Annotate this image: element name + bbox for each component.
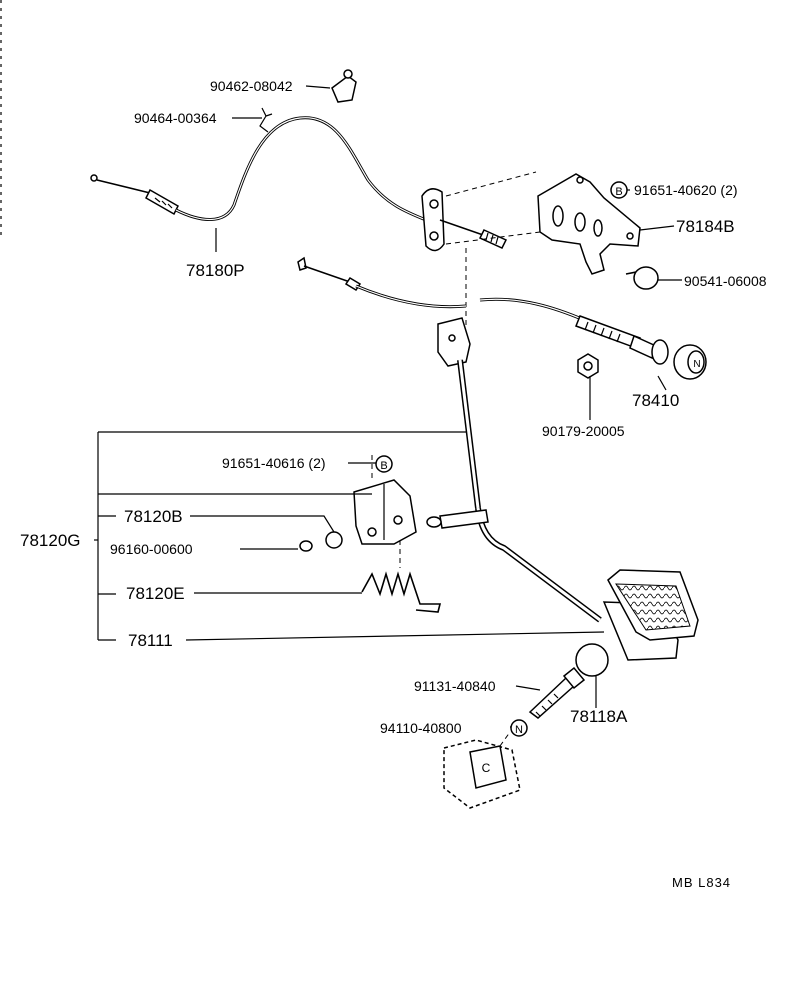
svg-text:N: N [515,724,523,736]
n-marker-knob: N [693,359,700,370]
bushing-78120B [325,531,343,549]
accelerator-cable-78180P [90,116,508,252]
cable-bracket-78184B [537,173,641,275]
washer-96160 [299,540,313,552]
nut-90179 [577,353,599,379]
callout-78120G: 78120G [20,531,81,550]
svg-text:B: B [380,460,387,472]
callout-78180P: 78180P [186,261,245,280]
callout-90464-00364: 90464-00364 [134,110,217,126]
leader-lines [185,85,682,728]
callout-90179-20005: 90179-20005 [542,423,625,439]
callout-78118A: 78118A [570,707,628,726]
callout-78410: 78410 [632,391,679,410]
cable-clamp-90464 [259,107,273,133]
pedal-arm-78111 [426,317,602,623]
svg-text:N: N [693,359,700,370]
callout-96160-00600: 96160-00600 [110,541,193,557]
c-marker: C [482,761,491,775]
callout-91131-40840: 91131-40840 [414,678,496,694]
return-spring-78120E [361,571,442,613]
callout-90462-08042: 90462-08042 [210,78,293,94]
leader-dash-bracket-bottom [445,231,541,245]
callout-90541-06008: 90541-06008 [684,273,767,289]
leader-dash-bracket-top [445,171,537,197]
callout-91651-40620: 91651-40620 (2) [634,182,738,198]
b-marker-1: B [610,181,628,199]
callout-78120B: 78120B [124,507,183,526]
grommet-90541 [625,266,659,290]
floor-stopper-block: C [443,739,521,809]
stopper-78118A [575,643,609,677]
group-78120G-bracket-lines [94,431,466,641]
callout-78111: 78111 [128,631,173,650]
callout-91651-40616: 91651-40616 (2) [222,455,326,471]
leader-dash-stopper [499,731,511,747]
b-marker-2: B [375,455,393,473]
pedal-pad-78111 [602,569,699,661]
bolt-91131 [528,666,586,719]
diagram-code: MB L834 [672,875,731,890]
svg-text:B: B [615,186,622,198]
n-marker-1: N [510,719,528,737]
callout-94110-40800: 94110-40800 [380,720,462,736]
pedal-bracket-78120B [353,479,417,545]
callout-78184B: 78184B [676,217,735,236]
cable-clip-90462 [331,69,357,103]
throttle-cable-78410 [297,256,707,380]
callout-78120E: 78120E [126,584,185,603]
